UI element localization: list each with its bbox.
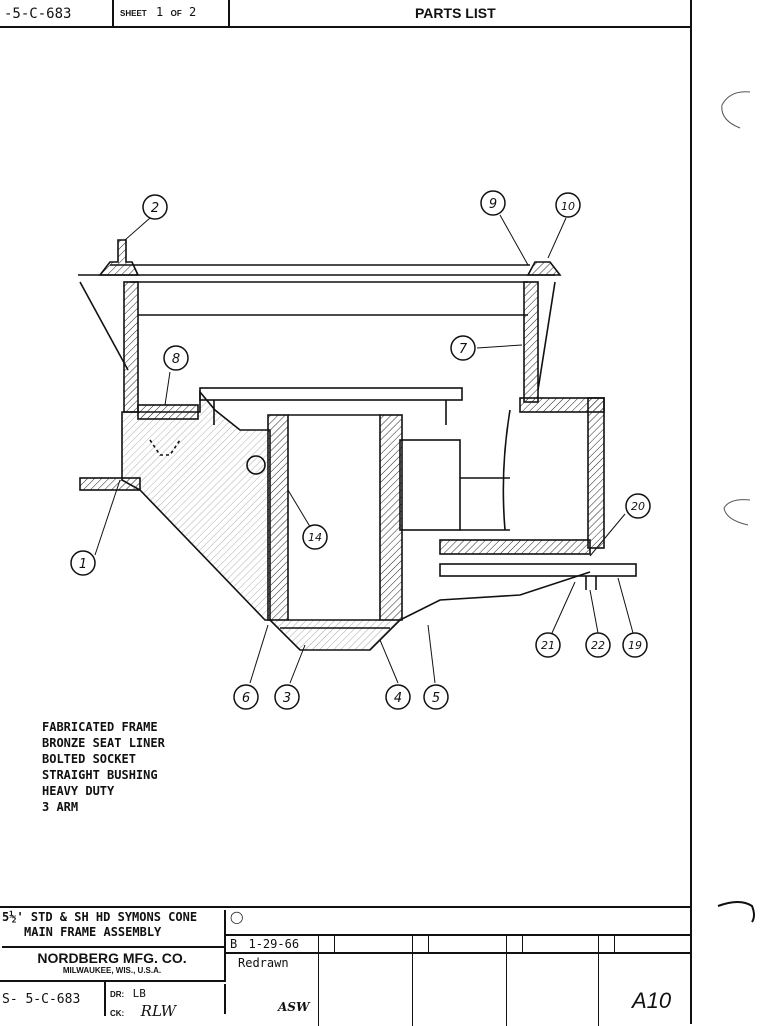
header-divider (112, 0, 114, 26)
revision-entry: B 1-29-66 (230, 937, 299, 951)
title-drawing-number: S- 5-C-683 (2, 992, 81, 1007)
initials-mark: ASW (278, 1000, 310, 1014)
note-line: BOLTED SOCKET (42, 752, 136, 766)
callout-3: 3 (283, 691, 291, 706)
ck-label: CK: (110, 1009, 125, 1018)
title-block: 5½' STD & SH HD SYMONS CONE MAIN FRAME A… (0, 906, 692, 1026)
callout-19: 19 (628, 639, 642, 652)
note-line: HEAVY DUTY (42, 784, 115, 798)
revision-date: 1-29-66 (248, 937, 300, 951)
callout-5: 5 (432, 691, 440, 706)
title-description: 5½' STD & SH HD SYMONS CONE MAIN FRAME A… (2, 910, 226, 948)
page-title: PARTS LIST (415, 5, 496, 21)
callout-20: 20 (631, 500, 645, 513)
revision-col-line (412, 934, 413, 1026)
callout-8: 8 (172, 352, 180, 367)
note-line: STRAIGHT BUSHING (42, 768, 158, 782)
revision-col-line (506, 934, 507, 1026)
callout-22: 22 (591, 639, 605, 652)
revision-col-line (318, 934, 319, 1026)
company-name: NORDBERG MFG. CO. (37, 950, 187, 966)
revision-letter: B (230, 937, 238, 951)
callout-21: 21 (541, 639, 555, 652)
sheet-number: 1 (156, 5, 164, 19)
revision-row-line (224, 952, 692, 954)
callout-balloons (70, 190, 651, 710)
note-line: 3 ARM (42, 800, 79, 814)
assembly-drawing: 2 9 10 7 8 1 14 20 6 3 4 5 21 22 19 (70, 190, 651, 710)
revision-col-line (522, 934, 523, 954)
header-divider (228, 0, 230, 26)
header-block: -5-C-683 SHEET 1 OF 2 PARTS LIST (0, 0, 692, 28)
page-code: A10 (632, 988, 672, 1013)
callout-10: 10 (561, 200, 575, 213)
dr-label: DR: (110, 990, 125, 999)
sheet-total: 2 (189, 5, 197, 19)
revision-stamp: ◯ (230, 910, 244, 924)
sheet-of-label: OF (170, 9, 182, 18)
sheet-label: SHEET (120, 9, 147, 18)
callout-1: 1 (79, 557, 87, 572)
note-line: FABRICATED FRAME (42, 720, 158, 734)
sheet-border-right (690, 0, 692, 1024)
drawing-number-divider (104, 982, 106, 1016)
revision-col-line (598, 934, 599, 1026)
assembly-notes: FABRICATED FRAME BRONZE SEAT LINER BOLTE… (42, 719, 165, 815)
revision-col-line (334, 934, 335, 954)
description-line-1: 5½' STD & SH HD SYMONS CONE (2, 910, 198, 924)
revision-col-line (428, 934, 429, 954)
callout-14: 14 (308, 531, 322, 544)
callout-6: 6 (242, 691, 250, 706)
binder-hole-marks (717, 91, 755, 923)
callout-9: 9 (489, 197, 497, 212)
company-location: MILWAUKEE, WIS., U.S.A. (62, 966, 162, 975)
revision-note: Redrawn (238, 956, 289, 970)
callout-7: 7 (459, 342, 468, 357)
drafter-cell: DR: LB CK: RLW (110, 984, 226, 1020)
header-sheet: SHEET 1 OF 2 (120, 5, 196, 19)
revision-col-line (614, 934, 615, 954)
dr-value: LB (132, 987, 146, 1000)
ck-signature: RLW (140, 1002, 177, 1020)
callout-4: 4 (394, 691, 402, 706)
header-drawing-number: -5-C-683 (4, 6, 72, 22)
company-cell: NORDBERG MFG. CO. MILWAUKEE, WIS., U.S.A… (0, 948, 226, 982)
note-line: BRONZE SEAT LINER (42, 736, 165, 750)
callout-2: 2 (151, 201, 159, 216)
description-line-2: MAIN FRAME ASSEMBLY (24, 925, 162, 939)
revision-row-line (224, 934, 692, 936)
